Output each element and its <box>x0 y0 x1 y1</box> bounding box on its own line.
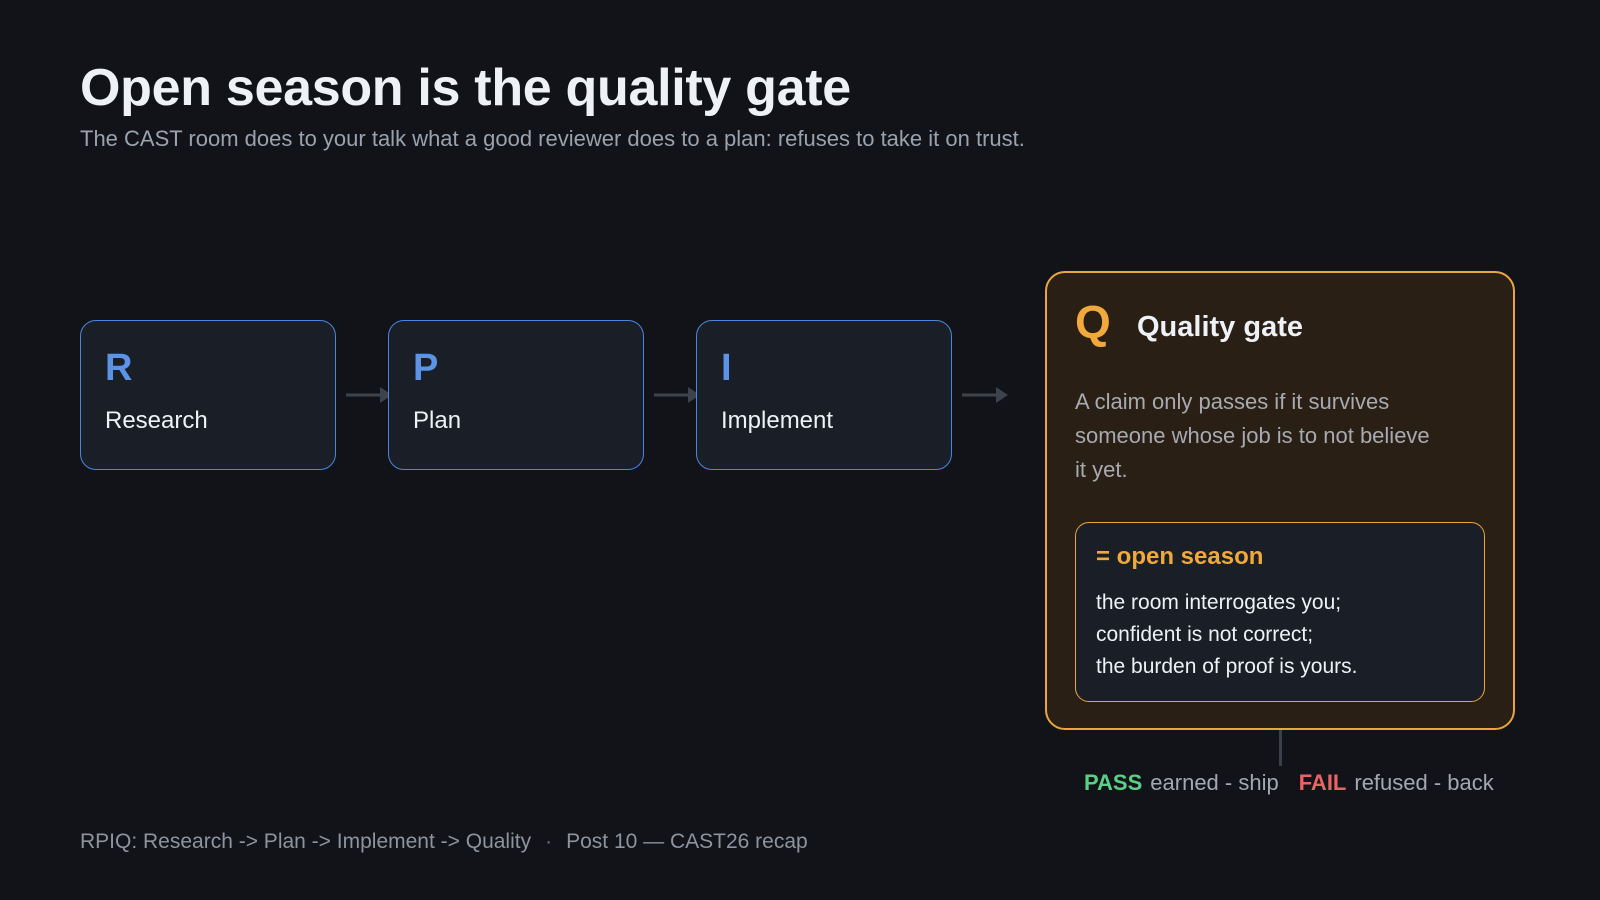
stage-letter: R <box>105 347 133 389</box>
arrow-right-icon <box>346 387 392 403</box>
stage-label: Research <box>105 407 208 434</box>
stage-research: R Research <box>80 320 336 470</box>
open-season-line: the room interrogates you; <box>1096 591 1342 614</box>
stage-label: Plan <box>413 407 462 434</box>
gate-title: Quality gate <box>1137 311 1303 343</box>
footer-flow: RPIQ: Research -> Plan -> Implement -> Q… <box>80 830 532 853</box>
open-season-box: = open season the room interrogates you;… <box>1075 522 1485 702</box>
stage-letter: P <box>413 347 439 389</box>
open-season-lines: the room interrogates you; confident is … <box>1096 587 1358 683</box>
quality-gate-card: Q Quality gate A claim only passes if it… <box>1045 271 1515 730</box>
pass-label: PASS <box>1084 770 1143 795</box>
open-season-line: confident is not correct; <box>1096 623 1314 646</box>
page-subtitle: The CAST room does to your talk what a g… <box>80 126 1025 151</box>
open-season-title: = open season <box>1096 543 1264 570</box>
footer: RPIQ: Research -> Plan -> Implement -> Q… <box>80 830 808 854</box>
stage-letter: I <box>721 347 732 389</box>
footer-post: Post 10 — CAST26 recap <box>566 830 808 853</box>
stage-plan: P Plan <box>388 320 644 470</box>
arrow-right-icon <box>654 387 700 403</box>
page-title: Open season is the quality gate <box>80 59 851 117</box>
fail-label: FAIL <box>1298 770 1347 795</box>
open-season-line: the burden of proof is yours. <box>1096 655 1358 678</box>
arrow-right-icon <box>962 387 1008 403</box>
gate-letter: Q <box>1075 296 1111 348</box>
stage-implement: I Implement <box>696 320 952 470</box>
fail-description: refused - back <box>1354 770 1494 795</box>
pass-description: earned - ship <box>1150 770 1279 795</box>
footer-separator: · <box>545 830 553 853</box>
gate-outcomes: PASS earned - ship FAIL refused - back <box>1084 770 1494 796</box>
gate-connector-line <box>1279 730 1282 766</box>
stage-label: Implement <box>721 407 834 434</box>
gate-description: A claim only passes if it survives someo… <box>1075 389 1430 482</box>
